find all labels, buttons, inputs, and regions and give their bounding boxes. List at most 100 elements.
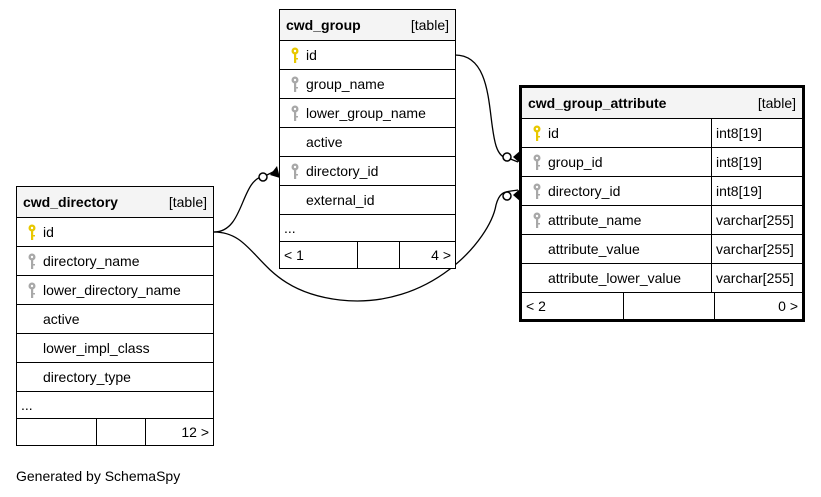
column-row-lower-impl-class[interactable]: lower_impl_class bbox=[17, 334, 213, 363]
column-name: lower_group_name bbox=[306, 105, 426, 121]
column-name-cell: active bbox=[17, 305, 213, 333]
table-name: cwd_group_attribute bbox=[528, 95, 667, 111]
column-name: lower_impl_class bbox=[43, 340, 150, 356]
column-name: external_id bbox=[306, 192, 375, 208]
column-name-cell: attribute_name bbox=[522, 206, 711, 234]
link-directory-to-attribute bbox=[213, 189, 519, 302]
parents-count[interactable] bbox=[17, 419, 97, 445]
column-type: int8[19] bbox=[711, 148, 802, 176]
column-name: active bbox=[306, 134, 343, 150]
column-name-cell: attribute_value bbox=[522, 235, 711, 263]
column-name: attribute_lower_value bbox=[548, 270, 682, 286]
index-key-icon bbox=[23, 253, 41, 270]
parents-count[interactable]: < 2 bbox=[522, 293, 624, 319]
column-name: group_id bbox=[548, 154, 603, 170]
column-name-cell: lower_impl_class bbox=[17, 334, 213, 362]
column-name-cell: attribute_lower_value bbox=[522, 264, 711, 292]
column-row-attribute-lower-value[interactable]: attribute_lower_value varchar[255] bbox=[522, 264, 802, 293]
optional-marker-dir-group bbox=[258, 172, 268, 182]
table-cwd-group[interactable]: cwd_group [table] id group_name lower_grou… bbox=[279, 9, 456, 269]
table-type-label: [table] bbox=[168, 194, 207, 210]
index-key-icon bbox=[528, 154, 546, 171]
column-row-group-name[interactable]: group_name bbox=[280, 70, 455, 99]
table-header: cwd_group_attribute [table] bbox=[522, 88, 802, 119]
column-row-external-id[interactable]: external_id bbox=[280, 186, 455, 215]
column-name: lower_directory_name bbox=[43, 282, 181, 298]
column-name-cell: external_id bbox=[280, 186, 455, 214]
column-name: active bbox=[43, 311, 80, 327]
table-footer: < 2 0 > bbox=[522, 293, 802, 319]
column-name-cell: directory_id bbox=[522, 177, 711, 205]
children-count[interactable]: 0 > bbox=[778, 298, 798, 314]
children-count[interactable]: 12 > bbox=[181, 424, 209, 440]
index-key-icon bbox=[528, 183, 546, 200]
table-header: cwd_directory [table] bbox=[17, 187, 213, 218]
column-name-cell: directory_id bbox=[280, 157, 455, 185]
column-type: int8[19] bbox=[711, 119, 802, 147]
column-name: group_name bbox=[306, 76, 385, 92]
table-type-label: [table] bbox=[757, 95, 796, 111]
table-type-label: [table] bbox=[410, 17, 449, 33]
column-name: attribute_value bbox=[548, 241, 640, 257]
primary-key-icon bbox=[528, 125, 546, 142]
column-row-active[interactable]: active bbox=[17, 305, 213, 334]
column-name: id bbox=[306, 47, 317, 63]
column-row-directory-id[interactable]: directory_id int8[19] bbox=[522, 177, 802, 206]
column-name: directory_id bbox=[306, 163, 379, 179]
column-list: id int8[19] group_id int8[19] directory_id in… bbox=[522, 119, 802, 293]
table-footer: 12 > bbox=[17, 419, 213, 445]
generated-by-caption: Generated by SchemaSpy bbox=[16, 468, 181, 484]
column-row-id[interactable]: id bbox=[17, 218, 213, 247]
column-name: id bbox=[548, 125, 559, 141]
link-directory-to-group bbox=[213, 169, 278, 233]
column-name: directory_id bbox=[548, 183, 621, 199]
index-key-icon bbox=[286, 105, 304, 122]
primary-key-icon bbox=[23, 224, 41, 241]
column-row-directory-type[interactable]: directory_type bbox=[17, 363, 213, 392]
index-key-icon bbox=[23, 282, 41, 299]
column-name-cell: id bbox=[280, 41, 455, 69]
column-row-id[interactable]: id bbox=[280, 41, 455, 70]
optional-marker-dir-attr bbox=[502, 191, 512, 201]
index-key-icon bbox=[528, 212, 546, 229]
footer-spacer bbox=[624, 293, 715, 319]
children-count[interactable]: 4 > bbox=[431, 247, 451, 263]
footer-spacer bbox=[97, 419, 146, 445]
column-name-cell: lower_group_name bbox=[280, 99, 455, 127]
index-key-icon bbox=[286, 76, 304, 93]
column-type: varchar[255] bbox=[711, 264, 802, 292]
column-type: varchar[255] bbox=[711, 206, 802, 234]
column-name-cell: active bbox=[280, 128, 455, 156]
column-row-lower-directory-name[interactable]: lower_directory_name bbox=[17, 276, 213, 305]
column-row-id[interactable]: id int8[19] bbox=[522, 119, 802, 148]
table-footer: < 1 4 > bbox=[280, 242, 455, 268]
column-type: int8[19] bbox=[711, 177, 802, 205]
table-header: cwd_group [table] bbox=[280, 10, 455, 41]
column-row-group-id[interactable]: group_id int8[19] bbox=[522, 148, 802, 177]
crowfoot-dir-group bbox=[270, 166, 280, 178]
index-key-icon bbox=[286, 163, 304, 180]
column-name: id bbox=[43, 224, 54, 240]
column-row-directory-id[interactable]: directory_id bbox=[280, 157, 455, 186]
column-name: directory_type bbox=[43, 369, 131, 385]
column-name-cell: directory_type bbox=[17, 363, 213, 391]
parents-count[interactable]: < 1 bbox=[280, 242, 358, 268]
column-name-cell: group_name bbox=[280, 70, 455, 98]
column-name-cell: id bbox=[17, 218, 213, 246]
column-row-lower-group-name[interactable]: lower_group_name bbox=[280, 99, 455, 128]
column-name-cell: lower_directory_name bbox=[17, 276, 213, 304]
column-row-active[interactable]: active bbox=[280, 128, 455, 157]
more-columns-indicator: ... bbox=[280, 215, 455, 242]
more-columns-indicator: ... bbox=[17, 392, 213, 419]
column-name-cell: id bbox=[522, 119, 711, 147]
column-name-cell: group_id bbox=[522, 148, 711, 176]
column-row-directory-name[interactable]: directory_name bbox=[17, 247, 213, 276]
primary-key-icon bbox=[286, 47, 304, 64]
column-name-cell: directory_name bbox=[17, 247, 213, 275]
